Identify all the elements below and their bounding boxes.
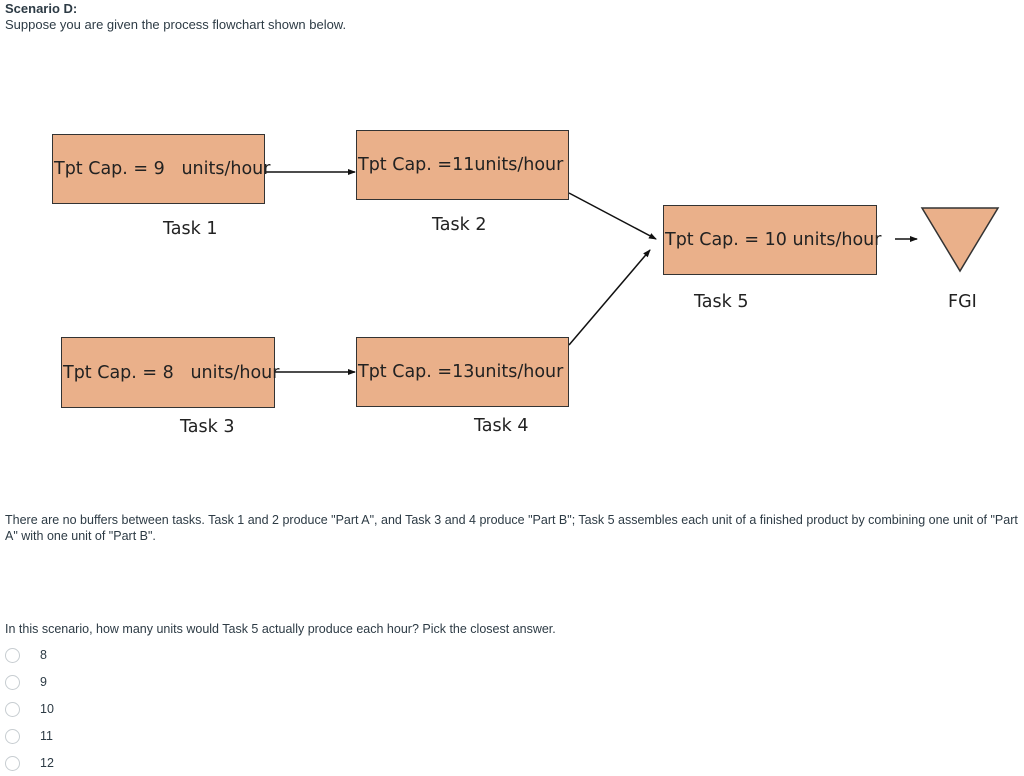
radio-button[interactable] xyxy=(5,647,20,663)
scenario-intro: Suppose you are given the process flowch… xyxy=(5,17,347,32)
task4-capacity: Tpt Cap. =13units/hour xyxy=(358,362,564,382)
scenario-title: Scenario D: xyxy=(5,1,78,16)
arrow-task2-to-task5 xyxy=(568,192,657,240)
task4-box: Tpt Cap. =13units/hour xyxy=(356,337,569,407)
task2-box: Tpt Cap. =11units/hour xyxy=(356,130,569,200)
task4-label: Task 4 xyxy=(474,416,529,436)
task2-label: Task 2 xyxy=(432,215,487,235)
arrow-task4-to-task5 xyxy=(568,249,651,346)
task3-capacity: Tpt Cap. = 8 units/hour xyxy=(63,362,280,383)
answer-option-11[interactable]: 11 xyxy=(5,726,53,746)
answer-option-12[interactable]: 12 xyxy=(5,753,54,773)
task5-box: Tpt Cap. = 10 units/hour xyxy=(663,205,881,275)
answer-option-10[interactable]: 10 xyxy=(5,699,54,719)
task2-capacity: Tpt Cap. =11units/hour xyxy=(358,155,564,175)
task1-capacity: Tpt Cap. = 9 units/hour xyxy=(54,159,271,179)
answer-option-9[interactable]: 9 xyxy=(5,672,47,692)
fgi-label: FGI xyxy=(948,292,977,312)
fgi-triangle-icon xyxy=(920,207,1000,273)
task5-capacity: Tpt Cap. = 10 units/hour xyxy=(665,230,882,250)
option-label: 10 xyxy=(40,702,54,716)
scenario-description: There are no buffers between tasks. Task… xyxy=(5,513,1018,543)
radio-button[interactable] xyxy=(5,728,20,744)
option-label: 12 xyxy=(40,756,54,770)
flowchart-connectors xyxy=(265,169,1000,375)
task3-box: Tpt Cap. = 8 units/hour xyxy=(61,337,279,408)
task1-box: Tpt Cap. = 9 units/hour xyxy=(52,134,270,204)
task5-label: Task 5 xyxy=(694,292,749,312)
radio-button[interactable] xyxy=(5,674,20,690)
task3-label: Task 3 xyxy=(180,417,235,437)
answer-option-8[interactable]: 8 xyxy=(5,645,47,665)
option-label: 8 xyxy=(40,648,47,662)
task1-label: Task 1 xyxy=(163,219,218,239)
question-text: In this scenario, how many units would T… xyxy=(5,622,556,636)
option-label: 11 xyxy=(40,729,53,743)
radio-button[interactable] xyxy=(5,701,20,717)
radio-button[interactable] xyxy=(5,755,20,771)
option-label: 9 xyxy=(40,675,47,689)
